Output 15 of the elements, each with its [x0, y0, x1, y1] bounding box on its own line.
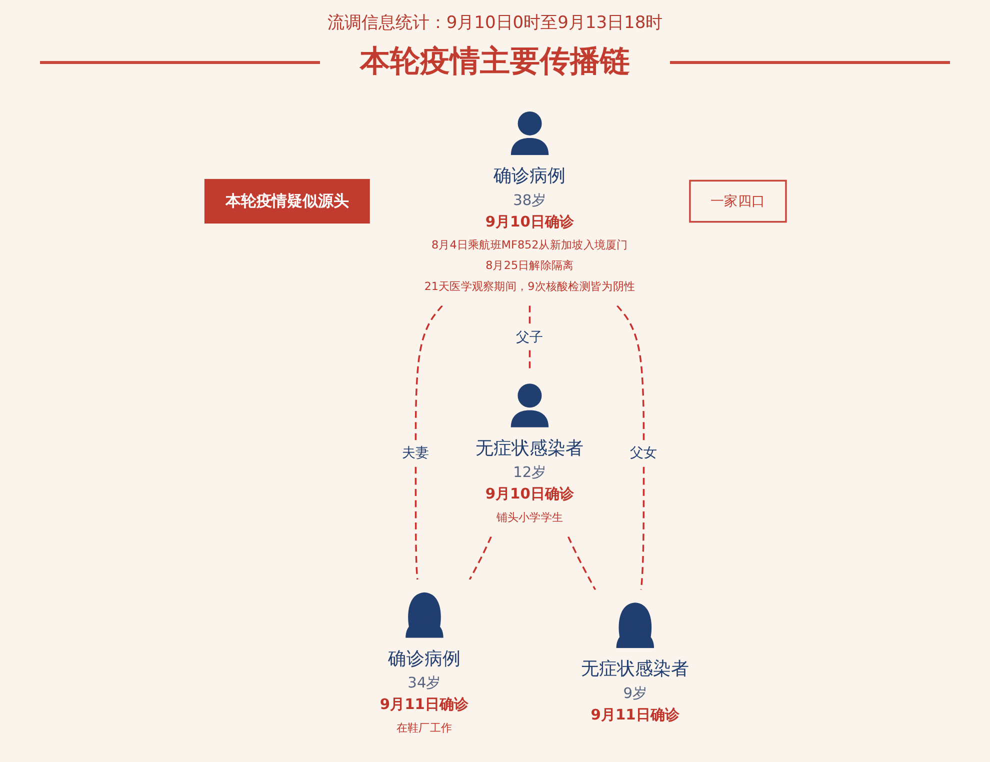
node-box: 一家四口: [688, 180, 786, 223]
edge-label: 父女: [630, 444, 658, 461]
node-text: 无症状感染者 9岁 9月11日确诊: [580, 658, 689, 724]
connector: [414, 305, 442, 580]
connector: [616, 305, 644, 590]
node-box: 本轮疫情疑似源头: [204, 178, 370, 224]
node-text: 无症状感染者 12岁 9月10日确诊 铺头小学学生: [475, 438, 584, 524]
node-text: 确诊病例 34岁 9月11日确诊 在鞋厂工作: [379, 648, 468, 734]
title: 本轮疫情主要传播链: [360, 43, 630, 81]
edge-label: 父子: [516, 328, 543, 346]
connector: [468, 536, 492, 580]
node-text: 确诊病例 38岁 9月10日确诊 8月4日乘航班MF852从新加坡入境厦门 8月25日解除隔离 21天医学观察期间，9次核酸检测皆为阴性: [424, 165, 635, 293]
edge-label: 夫妻: [402, 444, 429, 461]
subtitle: 流调信息统计：9月10日0时至9月13日18时: [327, 12, 663, 34]
connector: [567, 536, 596, 590]
